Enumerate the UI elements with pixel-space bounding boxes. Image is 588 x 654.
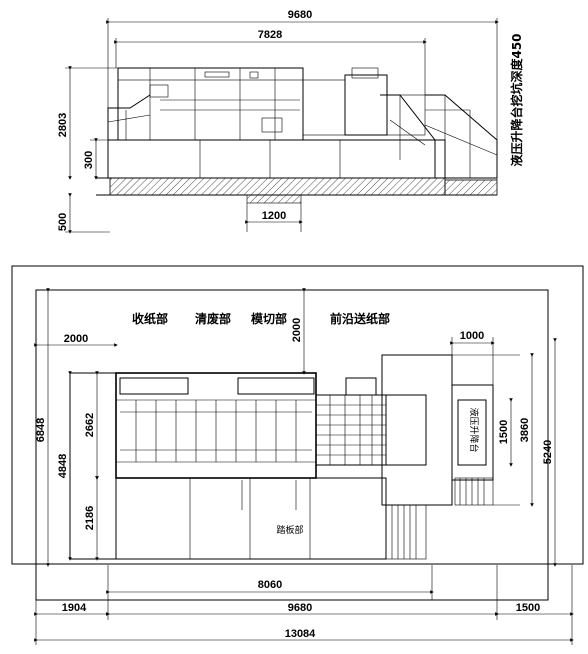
dim-1000: 1000	[460, 330, 484, 342]
dim-4848: 4848	[57, 454, 69, 478]
section-stripping: 清废部	[195, 311, 231, 326]
dim-300: 300	[83, 151, 95, 169]
dim-1200: 1200	[262, 210, 286, 222]
lift-pit-foundation	[444, 179, 498, 196]
dim-5240: 5240	[542, 440, 554, 464]
dim-2662: 2662	[84, 413, 96, 437]
plan-view: 收纸部 清废部 模切部 前沿送纸部 2000 2000 1000	[11, 265, 584, 645]
section-delivery: 收纸部	[132, 311, 168, 326]
dim-2000-v: 2000	[291, 318, 303, 342]
dim-2803: 2803	[57, 113, 69, 137]
elevation-view: 9680 7828 2803 300 500 1200	[57, 9, 524, 234]
pit-note: 液压升降台挖坑深度450	[509, 33, 524, 166]
dim-1904: 1904	[62, 602, 87, 614]
machine-plan	[69, 354, 520, 560]
dim-3860: 3860	[519, 418, 531, 442]
foundation	[109, 177, 446, 196]
room-outline	[11, 265, 584, 565]
machine-elevation	[107, 67, 498, 179]
dim-9680-bottom: 9680	[288, 602, 312, 614]
dim-9680-top: 9680	[288, 9, 312, 21]
dim-6848: 6848	[35, 418, 47, 442]
dim-1500-v: 1500	[498, 420, 510, 444]
conveyor-lines	[120, 400, 312, 462]
section-die-cutting: 模切部	[251, 311, 287, 326]
dim-13084: 13084	[285, 628, 316, 640]
dim-8060: 8060	[258, 579, 282, 591]
dim-7828: 7828	[258, 29, 282, 41]
dim-500: 500	[57, 213, 69, 231]
board-label: 踏板部	[276, 524, 303, 536]
dim-2186: 2186	[84, 506, 96, 530]
dim-2000-h: 2000	[64, 333, 88, 345]
die-cut-grid	[316, 395, 386, 465]
dim-1500-h: 1500	[516, 602, 540, 614]
lift-label: 液压升降台	[468, 407, 480, 452]
section-feeder: 前沿送纸部	[330, 311, 390, 326]
